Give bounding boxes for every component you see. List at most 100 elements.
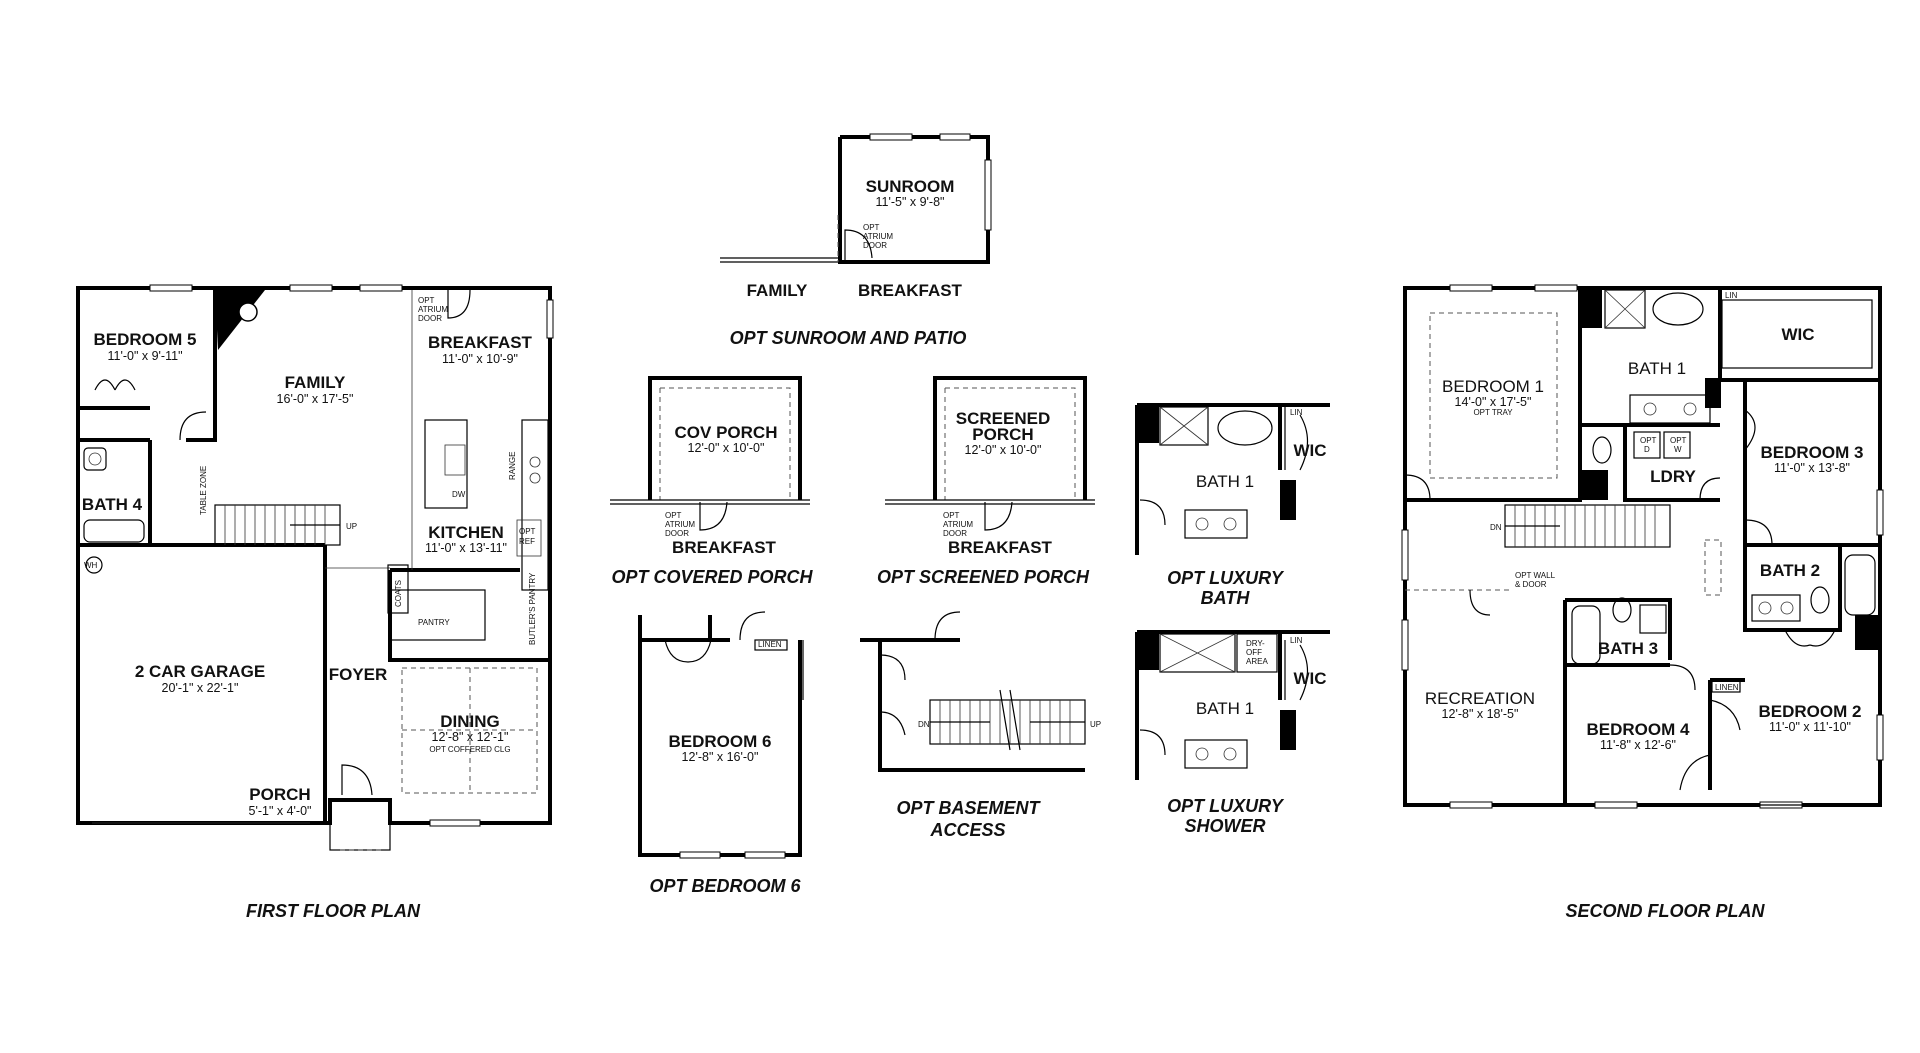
- bedroom1-note: OPT TRAY: [1473, 408, 1513, 417]
- wic-name: WIC: [1781, 325, 1814, 344]
- opt-d-1: OPT: [1640, 436, 1657, 445]
- cov-porch-caption: OPT COVERED PORCH: [611, 567, 813, 587]
- bedroom5-size: 11'-0" x 9'-11": [107, 349, 182, 363]
- second-floor-lin: LIN: [1725, 291, 1738, 300]
- bath1-name: BATH 1: [1628, 359, 1686, 378]
- screened-porch-name-1: SCREENED: [956, 409, 1050, 428]
- bedroom1-tray-ceiling: [1429, 312, 1558, 479]
- sunroom-caption: OPT SUNROOM AND PATIO: [730, 328, 967, 348]
- garage-name: 2 CAR GARAGE: [135, 662, 265, 681]
- breakfast-size: 11'-0" x 10'-9": [442, 352, 518, 366]
- kitchen-name: KITCHEN: [428, 523, 504, 542]
- basement-up: UP: [1090, 720, 1101, 729]
- luxury-bath-caption-2: BATH: [1201, 588, 1251, 608]
- dining-note: OPT COFFERED CLG: [429, 745, 510, 754]
- luxury-shower-bath: BATH 1: [1196, 699, 1254, 718]
- bedroom2-size: 11'-0" x 11'-10": [1769, 720, 1851, 734]
- screened-porch-breakfast: BREAKFAST: [948, 538, 1053, 557]
- luxury-bath-option: BATH 1 WIC LIN OPT LUXURY BATH: [1135, 403, 1330, 608]
- opt-w-2: W: [1674, 445, 1682, 454]
- bedroom4-size: 11'-8" x 12'-6": [1600, 738, 1676, 752]
- luxury-shower-caption-2: SHOWER: [1185, 816, 1266, 836]
- first-floor-windows: [149, 284, 554, 827]
- dining-name: DINING: [440, 712, 500, 731]
- opt-wall-1: OPT WALL: [1515, 571, 1556, 580]
- coats-label: COATS: [394, 580, 403, 607]
- luxury-shower-dropoff-2: OFF: [1246, 648, 1262, 657]
- bath3-name: BATH 3: [1598, 639, 1658, 658]
- kitchen-size: 11'-0" x 13'-11": [425, 541, 507, 555]
- cov-porch-door-3: DOOR: [665, 529, 689, 538]
- bedroom3-size: 11'-0" x 13'-8": [1774, 461, 1850, 475]
- screened-porch-door-1: OPT: [943, 511, 960, 520]
- bedroom1-name: BEDROOM 1: [1442, 377, 1544, 396]
- opt-wall-2: & DOOR: [1515, 580, 1547, 589]
- luxury-bath-lin: LIN: [1290, 408, 1303, 417]
- bedroom2-name: BEDROOM 2: [1759, 702, 1862, 721]
- dining-size: 12'-8" x 12'-1": [432, 730, 509, 744]
- covered-porch-option: COV PORCH 12'-0" x 10'-0" OPT ATRIUM DOO…: [610, 376, 814, 587]
- bedroom6-size: 12'-8" x 16'-0": [682, 750, 759, 764]
- first-floor-caption: FIRST FLOOR PLAN: [246, 901, 421, 921]
- second-floor-plan: OPT D OPT W DN OPT WALL & DOOR: [1401, 284, 1884, 921]
- bedroom6-name: BEDROOM 6: [669, 732, 772, 751]
- second-floor-caption: SECOND FLOOR PLAN: [1565, 901, 1765, 921]
- opt-ref-label-2: REF: [519, 537, 535, 546]
- bedroom5-name: BEDROOM 5: [94, 330, 197, 349]
- sunroom-option: SUNROOM 11'-5" x 9'-8" OPT ATRIUM DOOR F…: [720, 133, 992, 348]
- bedroom3-name: BEDROOM 3: [1761, 443, 1864, 462]
- bath2-name: BATH 2: [1760, 561, 1820, 580]
- second-floor-dn: DN: [1490, 523, 1502, 532]
- bedroom6-option: BEDROOM 6 12'-8" x 16'-0" LINEN OPT BEDR…: [638, 611, 804, 896]
- breakfast-name: BREAKFAST: [428, 333, 533, 352]
- screened-porch-size: 12'-0" x 10'-0": [965, 443, 1042, 457]
- luxury-shower-dropoff-1: DRY-: [1246, 639, 1265, 648]
- sunroom-family-label: FAMILY: [747, 281, 808, 300]
- basement-dn: DN: [918, 720, 930, 729]
- cov-porch-breakfast: BREAKFAST: [672, 538, 777, 557]
- butlers-pantry-label: BUTLER'S PANTRY: [528, 572, 537, 645]
- basement-option: DN UP OPT BASEMENT ACCESS: [860, 611, 1101, 840]
- luxury-shower-wic: WIC: [1293, 669, 1326, 688]
- luxury-shower-option: BATH 1 WIC LIN DRY- OFF AREA OPT LUXURY …: [1135, 630, 1330, 836]
- recreation-size: 12'-8" x 18'-5": [1442, 707, 1519, 721]
- sunroom-door-note-2: ATRIUM: [863, 232, 893, 241]
- sunroom-size: 11'-5" x 9'-8": [875, 195, 944, 209]
- luxury-shower-caption-1: OPT LUXURY: [1167, 796, 1285, 816]
- bedroom6-linen: LINEN: [758, 640, 782, 649]
- bedroom6-caption: OPT BEDROOM 6: [649, 876, 801, 896]
- opt-ref-label-1: OPT: [519, 527, 536, 536]
- luxury-bath-caption-1: OPT LUXURY: [1167, 568, 1285, 588]
- sunroom-door-note-3: DOOR: [863, 241, 887, 250]
- fireplace-icon: [215, 290, 265, 350]
- family-size: 16'-0" x 17'-5": [277, 392, 354, 406]
- porch-size: 5'-1" x 4'-0": [249, 804, 312, 818]
- cov-porch-door-1: OPT: [665, 511, 682, 520]
- kitchen-island: [424, 419, 468, 509]
- screened-porch-option: SCREENED PORCH 12'-0" x 10'-0" OPT ATRIU…: [877, 376, 1095, 587]
- luxury-shower-dropoff-3: AREA: [1246, 657, 1268, 666]
- foyer-name: FOYER: [329, 665, 388, 684]
- first-floor-stairs: UP: [214, 504, 357, 546]
- luxury-shower-lin: LIN: [1290, 636, 1303, 645]
- porch-name: PORCH: [249, 785, 310, 804]
- screened-porch-name-2: PORCH: [972, 425, 1033, 444]
- cov-porch-size: 12'-0" x 10'-0": [688, 441, 765, 455]
- ldry-name: LDRY: [1650, 467, 1696, 486]
- luxury-bath-wic: WIC: [1293, 441, 1326, 460]
- screened-porch-caption: OPT SCREENED PORCH: [877, 567, 1090, 587]
- table-zone-label: TABLE ZONE: [199, 466, 208, 515]
- cov-porch-door-2: ATRIUM: [665, 520, 695, 529]
- garage-size: 20'-1" x 22'-1": [162, 681, 239, 695]
- second-floor-linen: LINEN: [1715, 683, 1739, 692]
- sunroom-door-note-1: OPT: [863, 223, 880, 232]
- opt-w-1: OPT: [1670, 436, 1687, 445]
- opt-d-2: D: [1644, 445, 1650, 454]
- basement-caption-2: ACCESS: [929, 820, 1005, 840]
- range-label: RANGE: [508, 452, 517, 480]
- cov-porch-name: COV PORCH: [675, 423, 778, 442]
- recreation-name: RECREATION: [1425, 689, 1535, 708]
- atrium-note-3: DOOR: [418, 314, 442, 323]
- screened-porch-door-2: ATRIUM: [943, 520, 973, 529]
